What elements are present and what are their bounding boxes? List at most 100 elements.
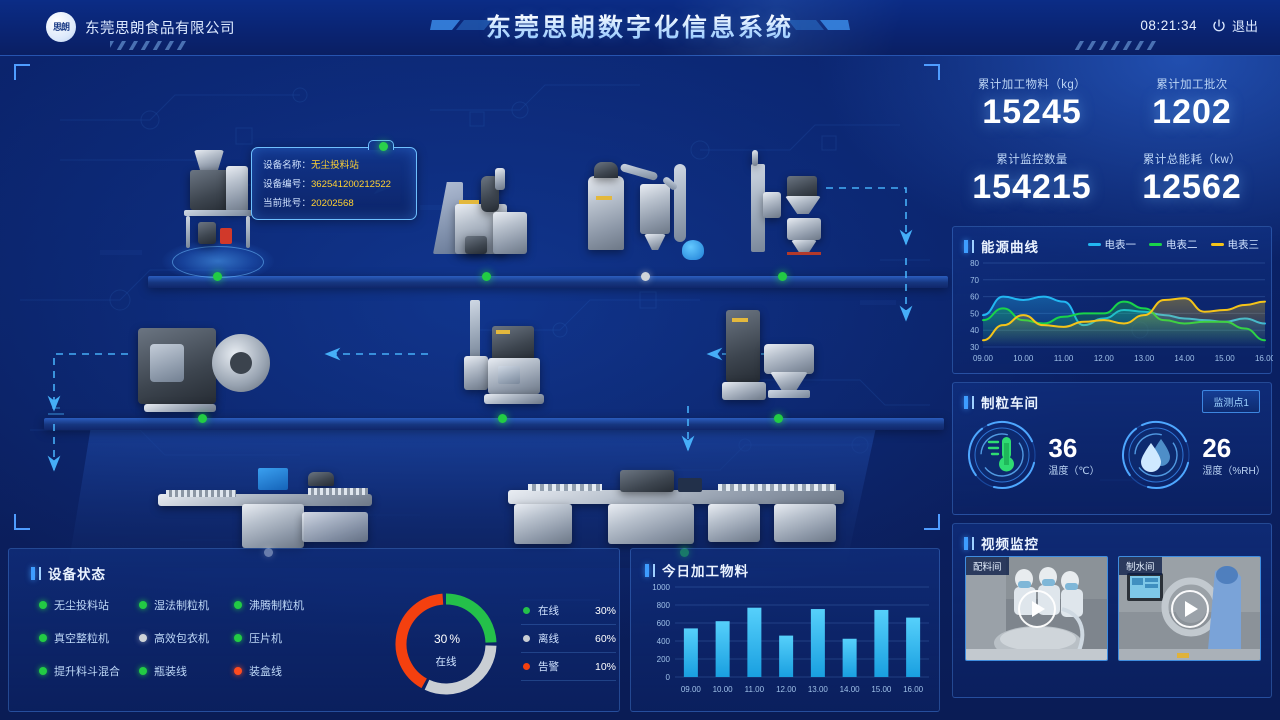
tooltip-key-code: 设备编号： [263,179,311,190]
frame-corner-top-left [14,64,30,80]
list-item[interactable]: 湿法制粒机 [139,597,234,613]
panel-accent-icon-2 [39,566,41,580]
material-panel-head: 今日加工物料 [631,549,939,580]
humidity-gauge[interactable]: 26 湿度（%RH） [1113,419,1273,491]
svg-text:14.00: 14.00 [840,685,861,694]
water-drop-icon [1141,439,1171,472]
tooltip-value-batch: 20202568 [310,198,354,209]
list-item[interactable]: 瓶装线 [139,663,234,679]
temperature-gauge[interactable]: 36 温度（℃） [953,419,1113,491]
tooltip-key-batch: 当前批号： [263,198,311,209]
temperature-value: 36 [1048,432,1078,463]
svg-text:200: 200 [657,655,671,664]
kpi-value-batches: 1202 [1152,93,1232,131]
material-panel-title: 今日加工物料 [662,564,749,579]
energy-panel-title: 能源曲线 [981,240,1039,255]
play-icon[interactable] [1017,589,1056,628]
video-panel-title: 视频监控 [981,537,1039,552]
equipment-status-panel: 设备状态 无尘投料站 湿法制粒机 沸腾制粒机 真空整粒机 [8,548,620,712]
video-tag-water-room: 制水间 [1119,557,1162,575]
status-dot [139,601,147,609]
donut-legend-row-online[interactable]: 在线 30% [521,597,616,625]
svg-text:09.00: 09.00 [681,685,702,694]
machine-cartoning-line[interactable] [508,460,848,550]
list-item[interactable]: 压片机 [234,630,329,646]
kpi-value-monitor: 154215 [972,168,1092,206]
legend-item-meter-2[interactable]: 电表二 [1149,237,1198,252]
list-item[interactable]: 高效包衣机 [139,630,234,646]
list-item[interactable]: 真空整粒机 [39,630,139,646]
legend-item-meter-1[interactable]: 电表一 [1087,237,1136,252]
status-dot-machine-7 [774,414,783,423]
tooltip-value-code: 362541200212522 [310,179,392,190]
video-monitor-panel: 视频监控 [952,523,1272,698]
platform-row-1 [148,276,948,288]
list-item[interactable]: 无尘投料站 [39,597,139,613]
svg-text:15.00: 15.00 [1215,354,1236,363]
brand: 思朗 东莞思朗食品有限公司 [46,12,235,42]
equipment-status-grid: 无尘投料站 湿法制粒机 沸腾制粒机 真空整粒机 高效包衣机 [39,597,329,679]
monitor-point-button[interactable]: 监测点1 [1202,390,1260,413]
list-item[interactable]: 提升料斗混合 [39,663,139,679]
logout-button[interactable]: 退出 [1211,16,1258,35]
status-dot [234,667,242,675]
header-stripe-left [110,41,186,50]
panel-accent-icon [645,563,649,577]
status-dot-machine-2 [482,272,491,281]
donut-value: 30% [432,620,460,653]
workshop-panel: 制粒车间 监测点1 [952,382,1272,515]
legend-swatch-meter-2 [1149,243,1162,246]
status-dot-machine-4 [778,272,787,281]
donut-svg [395,593,497,695]
donut-center-label: 30% 在线 [387,585,505,703]
temperature-label: 温度（℃） [1048,465,1100,477]
machine-wet-granulator[interactable] [433,158,543,276]
play-icon[interactable] [1170,589,1209,628]
donut-legend-row-alarm[interactable]: 告警 10% [521,653,616,681]
machine-vacuum-sizing-machine[interactable] [708,306,828,418]
legend-value-online: 30% [594,604,616,617]
donut-percent-sign: % [449,631,461,646]
panel-accent-icon-2 [972,239,974,253]
list-item[interactable]: 装盒线 [234,663,329,679]
donut-legend: 在线 30% 离线 60% 告警 10% [521,597,616,681]
legend-name-alarm: 告警 [538,661,559,673]
machine-lifting-hopper-mixer[interactable] [743,140,838,276]
machine-coating-machine[interactable] [138,320,270,418]
machine-fluid-bed-granulator[interactable] [578,154,708,276]
machine-bottling-line[interactable] [158,466,378,548]
panel-accent-icon-2 [972,395,974,409]
panel-accent-icon [964,395,968,409]
svg-text:13.00: 13.00 [808,685,829,694]
legend-dot-online [523,607,530,614]
svg-text:16.00: 16.00 [1255,354,1273,363]
donut-number: 30 [433,631,448,646]
kpi-label-energy: 累计总能耗（kw） [1142,154,1242,166]
video-tile-batching-room[interactable]: 配料间 [965,556,1108,661]
company-logo-icon: 思朗 [46,12,76,42]
video-tiles: 配料间 [965,556,1261,661]
power-icon [1213,18,1225,31]
legend-item-meter-3[interactable]: 电表三 [1210,237,1259,252]
svg-text:16.00: 16.00 [903,685,924,694]
panel-accent-icon-2 [972,536,974,550]
status-donut-chart[interactable]: 30% 在线 [387,585,505,703]
status-dot-machine-5 [198,414,207,423]
svg-text:800: 800 [657,601,671,610]
svg-text:14.00: 14.00 [1174,354,1195,363]
kpi-value-material: 15245 [982,93,1082,131]
machine-tablet-press[interactable] [448,300,558,418]
donut-legend-row-offline[interactable]: 离线 60% [521,625,616,653]
list-item[interactable]: 沸腾制粒机 [234,597,329,613]
logout-label: 退出 [1231,19,1258,34]
video-tile-water-room[interactable]: 制水间 [1118,556,1261,661]
svg-text:600: 600 [657,619,671,628]
kpi-label-material: 累计加工物料（kg） [977,79,1087,91]
title-wrap: 东莞思朗数字化信息系统 [0,8,1280,44]
energy-legend: 电表一 电表二 电表三 [1087,237,1259,252]
equipment-tooltip-card[interactable]: 设备名称：无尘投料站 设备编号：362541200212522 当前批号：202… [251,140,417,220]
thermometer-icon [988,437,1015,472]
